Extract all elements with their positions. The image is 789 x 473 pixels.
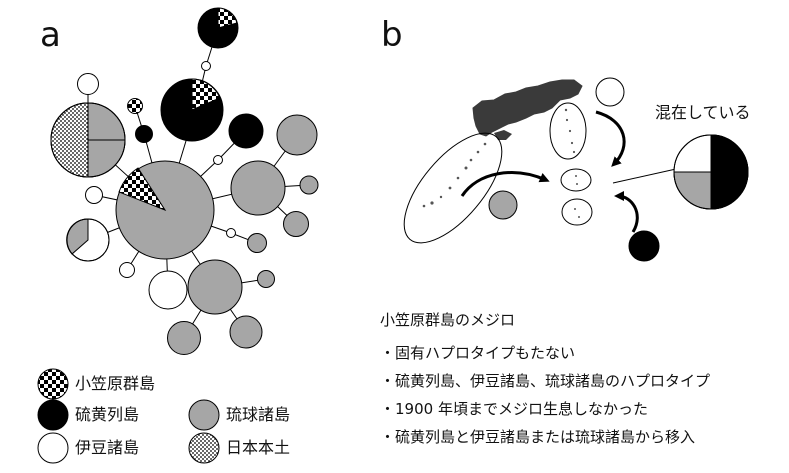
node-izu-top: [77, 73, 99, 95]
arrow-from-izu: [595, 110, 626, 167]
izu-source-circle: [595, 77, 625, 107]
node-ryukyu-lower: [187, 259, 243, 315]
legend-label-mainland: 日本本土: [226, 438, 291, 457]
node-izu-small-2: [119, 262, 135, 278]
legend-label-izu: 伊豆諸島: [75, 438, 140, 457]
panel-a-label: a: [40, 15, 61, 55]
ryukyu-area-ellipse: [403, 132, 503, 244]
node-ryukyu-right-mid: [283, 211, 309, 237]
notes-heading: 小笠原群島のメジロ: [380, 311, 516, 329]
iwo-source-circle: [628, 230, 660, 262]
mixing-connector: [612, 168, 677, 184]
izu-area-ellipse: [549, 102, 587, 160]
arrow-from-ryukyu: [460, 171, 550, 197]
note-item: ・固有ハプロタイプもたない: [380, 344, 576, 362]
izu-island-dots: [564, 108, 576, 154]
node-small-1: [201, 61, 211, 71]
haplotype-network: [50, 7, 319, 355]
ryukyu-island-dots: [422, 142, 487, 208]
mixing-label: 混在している: [655, 103, 751, 122]
node-iwo-small: [135, 125, 153, 143]
ogasawara-area-ellipse: [560, 168, 592, 192]
node-ryukyu-top-right: [276, 114, 318, 156]
note-item: ・1900 年頃までメジロ生息しなかった: [380, 400, 648, 418]
map-panel: [403, 77, 749, 262]
legend: [37, 368, 220, 464]
iwo-area-ellipse: [561, 198, 593, 226]
arrow-from-iwo: [614, 191, 639, 233]
note-item: ・硫黄列島、伊豆諸島、琉球諸島のハプロタイプ: [380, 372, 711, 390]
node-ryukyu-bottom-right: [229, 315, 263, 349]
central-haplotype-node: [115, 160, 215, 260]
node-ryukyu-lower-small: [257, 270, 275, 288]
node-ryukyu-bottom-left: [167, 321, 201, 355]
legend-swatch-ogasawara: [37, 368, 69, 400]
node-ogasawara-small: [127, 98, 143, 114]
legend-swatch-ryukyu: [188, 399, 220, 431]
node-small-3: [226, 228, 236, 238]
legend-swatch-mainland: [188, 432, 220, 464]
legend-label-ogasawara: 小笠原群島: [75, 374, 156, 393]
node-small-2: [213, 155, 223, 165]
node-iwo-single: [228, 113, 264, 149]
node-ryukyu-large: [230, 160, 286, 216]
legend-label-iwo: 硫黄列島: [75, 405, 140, 424]
node-iwo-ogasawara-mid: [160, 78, 224, 142]
panel-b-label: b: [381, 15, 403, 55]
legend-swatch-iwo: [37, 399, 69, 431]
node-izu-mid: [148, 270, 188, 310]
node-mainland-ryukyu-pie: [50, 102, 126, 178]
node-izu-small: [85, 186, 103, 204]
legend-label-ryukyu: 琉球諸島: [226, 405, 291, 424]
node-izu-ryukyu-pie: [66, 218, 110, 262]
node-ryukyu-right-small: [299, 175, 319, 195]
japan-kyushu-shape: [494, 130, 512, 140]
note-item: ・硫黄列島と伊豆諸島または琉球諸島から移入: [380, 428, 696, 446]
legend-swatch-izu: [37, 432, 69, 464]
node-iwo-ogasawara-top: [197, 7, 239, 49]
ryukyu-source-circle: [488, 190, 518, 220]
node-ryukyu-small: [247, 233, 267, 253]
japan-mainland-shape: [472, 79, 583, 137]
mixing-pie: [673, 134, 749, 210]
